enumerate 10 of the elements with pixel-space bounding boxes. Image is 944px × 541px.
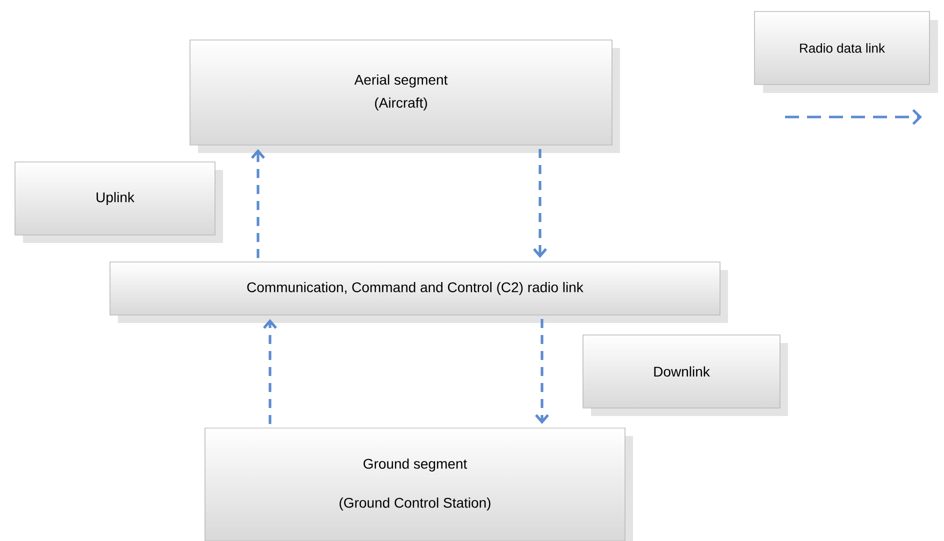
- arrow: [251, 149, 265, 258]
- arrow: [263, 319, 277, 424]
- label-box: Downlink: [582, 334, 788, 416]
- arrow: [535, 319, 549, 424]
- label-box: Communication, Command and Control (C2) radio link: [110, 262, 728, 323]
- label-box: Uplink: [14, 162, 223, 243]
- segment-box: Aerial segment (Aircraft): [190, 40, 620, 153]
- legend-box: Radio data link: [754, 11, 938, 93]
- arrow: [533, 149, 547, 258]
- segment-box: Ground segment (Ground Control Station): [204, 428, 633, 541]
